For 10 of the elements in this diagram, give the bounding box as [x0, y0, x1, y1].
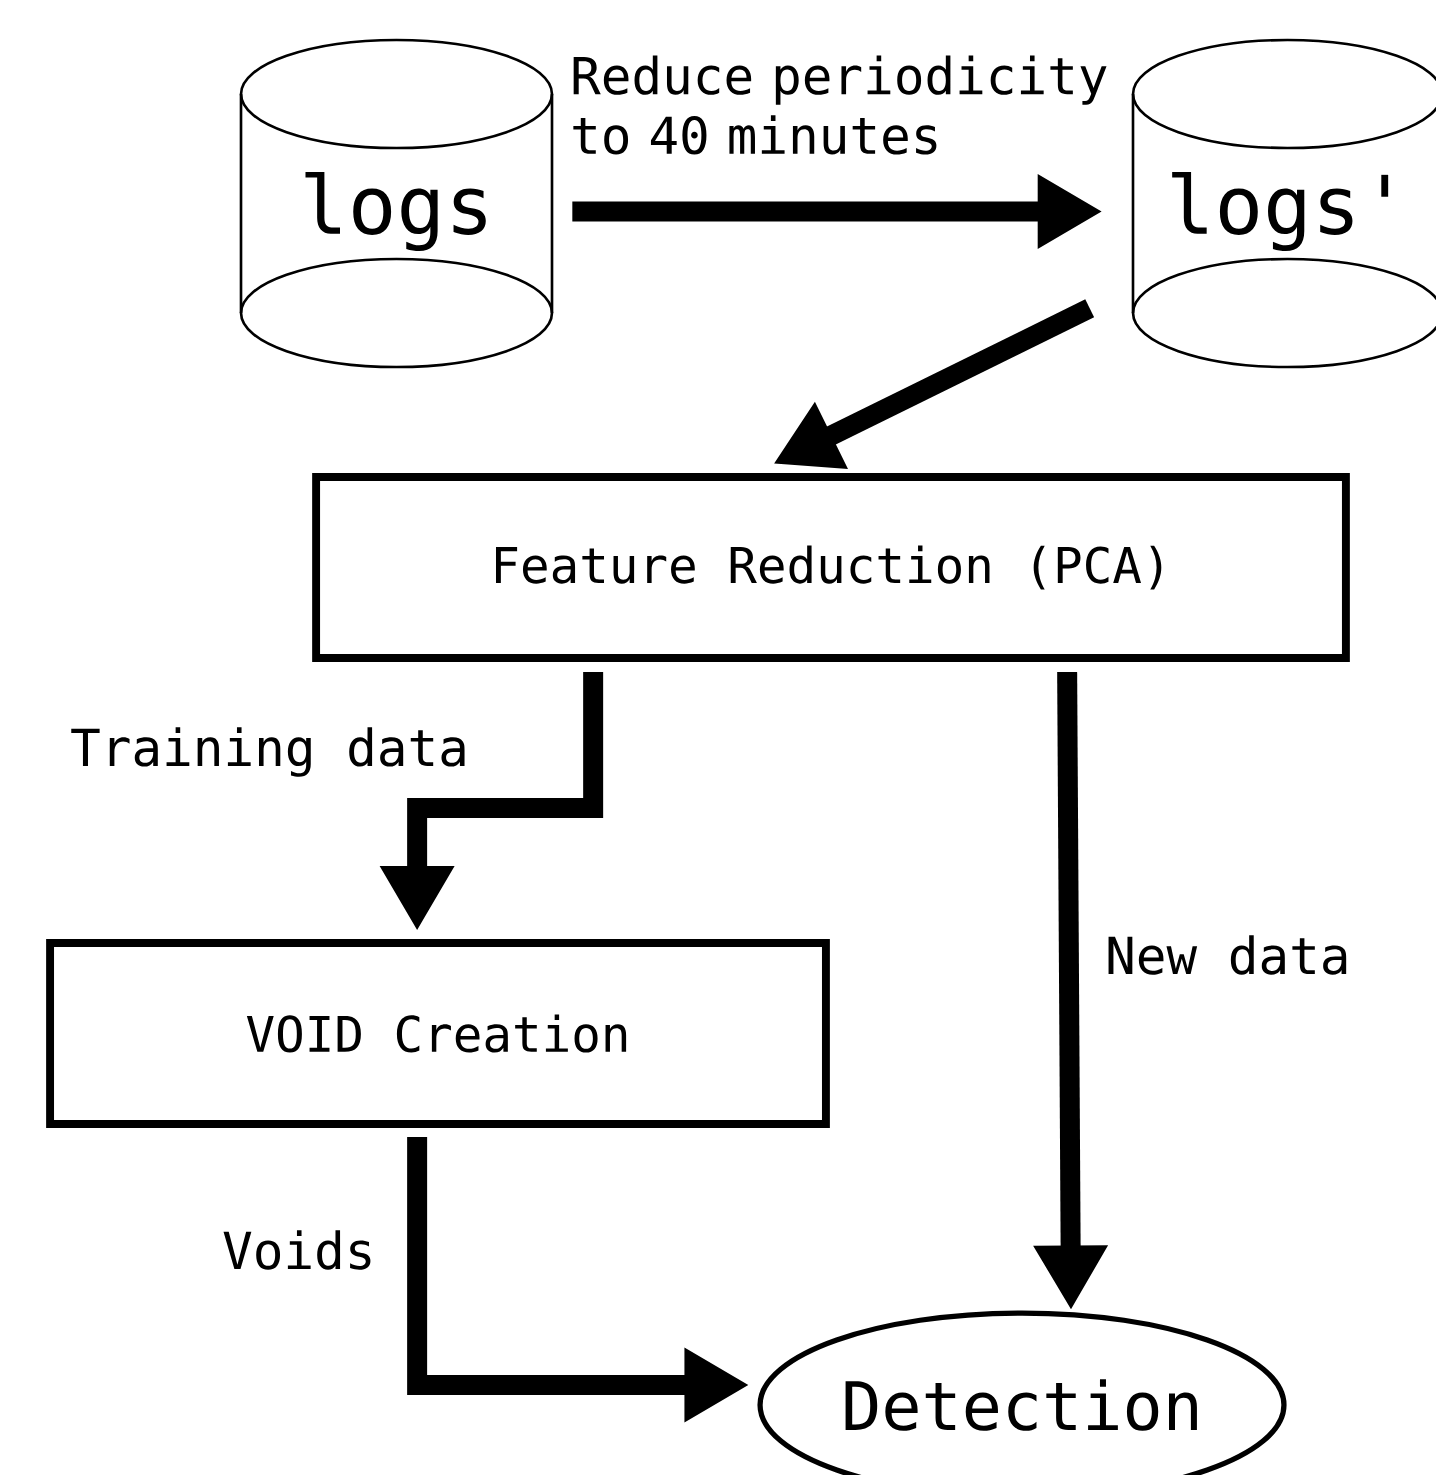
- node-label: logs': [1172, 171, 1389, 252]
- database-cylinder: logs: [239, 38, 554, 369]
- edge-label: Reduce periodicity to 40 minutes: [573, 55, 1107, 155]
- edge-label: Voids: [223, 1230, 371, 1270]
- process-box: VOID Creation: [46, 939, 830, 1128]
- database-cylinder: logs': [1131, 38, 1436, 369]
- edge-label: New data: [1108, 935, 1347, 975]
- process-box: Feature Reduction (PCA): [312, 473, 1350, 662]
- edge-label: Training data: [71, 727, 465, 777]
- node-label: logs: [305, 171, 486, 252]
